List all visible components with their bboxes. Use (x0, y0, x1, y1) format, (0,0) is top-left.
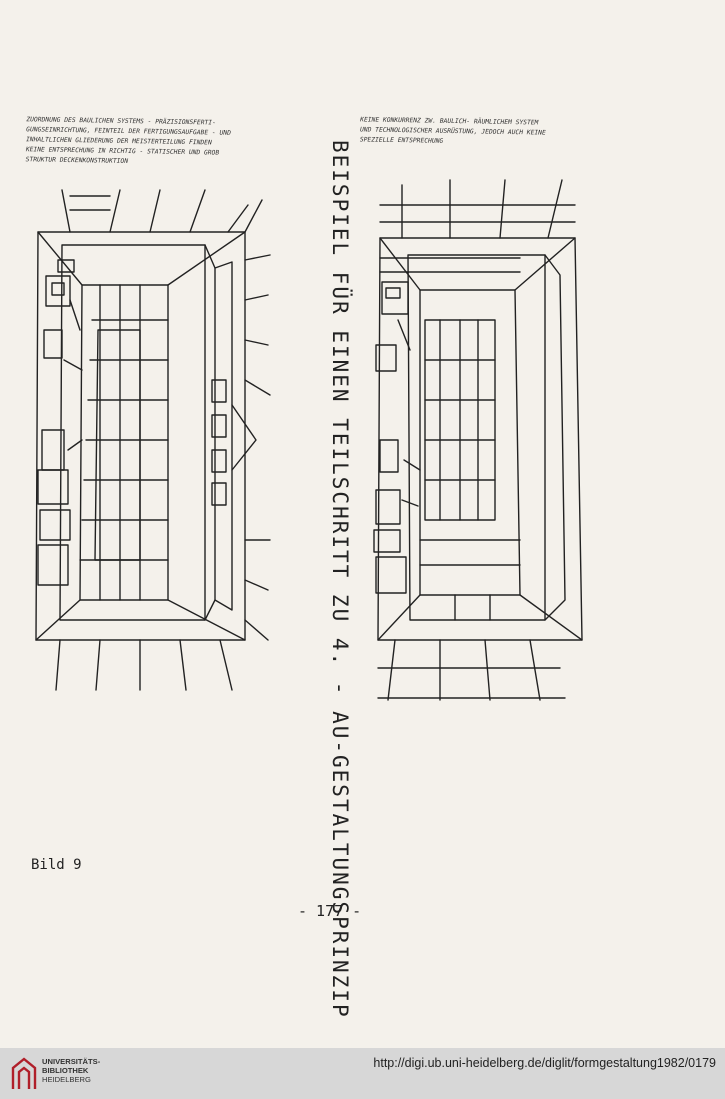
right-hall-sketch (373, 179, 583, 701)
library-name-line3: HEIDELBERG (42, 1075, 91, 1084)
figure-caption: Bild 9 (31, 857, 82, 873)
permalink-url[interactable]: http://digi.ub.uni-heidelberg.de/diglit/… (373, 1056, 716, 1070)
library-name: UNIVERSITÄTS- BIBLIOTHEK HEIDELBERG (42, 1057, 100, 1084)
library-name-line1: UNIVERSITÄTS- (42, 1057, 101, 1066)
perspective-sketches (35, 179, 583, 701)
footer-bar (0, 1048, 725, 1099)
left-hall-sketch (35, 189, 271, 691)
library-name-line2: BIBLIOTHEK (42, 1066, 89, 1075)
university-library-logo-icon (11, 1057, 37, 1089)
page-number: - 177 - (298, 902, 362, 920)
document-page: ZUORDNUNG DES BAULICHEN SYSTEMS - PRÄZIS… (25, 116, 583, 1019)
